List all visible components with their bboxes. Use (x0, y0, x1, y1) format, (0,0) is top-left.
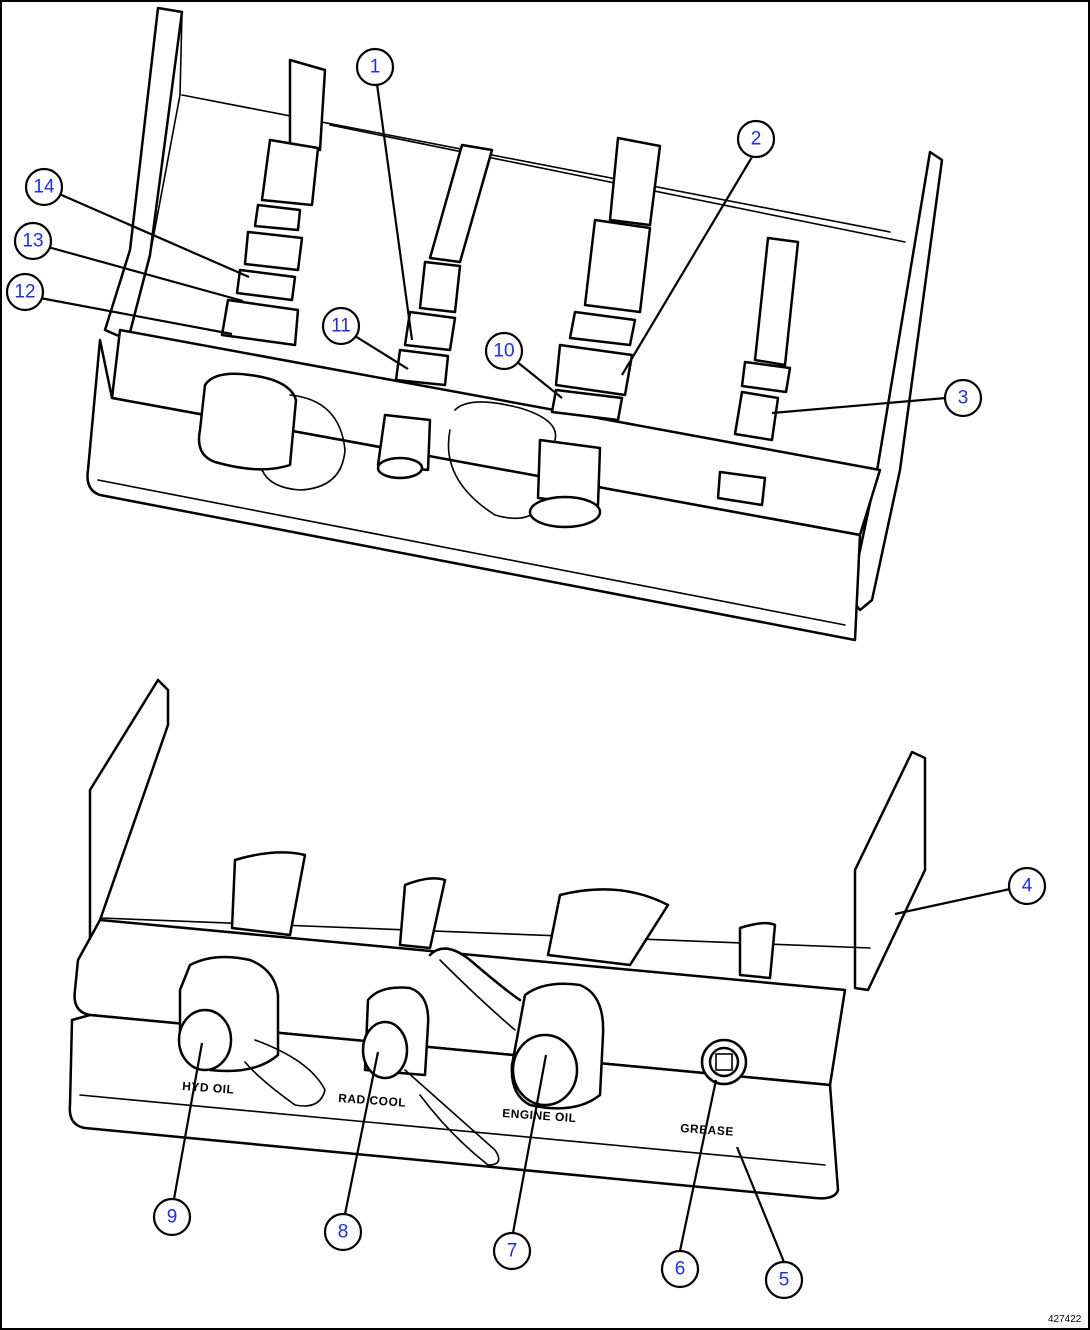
upper-cap-rad (376, 413, 432, 472)
drawing-id: 427422 (1048, 1314, 1082, 1325)
callout-4-label: 4 (1022, 876, 1033, 897)
callout-12-label: 12 (14, 282, 35, 303)
callout-2: 2 (736, 119, 776, 159)
rad-cool-label: RAD COOL (338, 1091, 407, 1110)
upper-bracket-base (86, 338, 862, 642)
callout-9-label: 9 (167, 1207, 178, 1228)
callout-3: 3 (943, 378, 983, 418)
grease-label: GREASE (680, 1121, 735, 1139)
callout-6: 6 (660, 1249, 700, 1289)
upper-cap-engine (536, 438, 602, 507)
lower-left-upright (88, 678, 170, 957)
callouts: 1 2 3 4 5 6 7 8 (5, 47, 1047, 1300)
callout-14: 14 (24, 167, 64, 207)
callout-6-label: 6 (675, 1259, 686, 1280)
callout-9: 9 (152, 1197, 192, 1237)
callout-1: 1 (355, 47, 395, 87)
callout-13: 13 (13, 221, 53, 261)
callout-14-label: 14 (33, 177, 55, 198)
lower-bracket-assembly: HYD OIL RAD COOL ENGINE OIL GREASE (68, 678, 927, 1200)
upper-right-wall (848, 150, 944, 612)
callout-4: 4 (1007, 866, 1047, 906)
engine-oil-label: ENGINE OIL (502, 1106, 577, 1125)
callout-12: 12 (5, 272, 45, 312)
callout-8-label: 8 (338, 1222, 349, 1243)
upper-bracket-assembly (86, 6, 944, 642)
callout-11: 11 (321, 306, 361, 346)
callout-3-label: 3 (958, 388, 969, 409)
callout-8: 8 (323, 1212, 363, 1252)
callout-5: 5 (764, 1260, 804, 1300)
callout-10: 10 (484, 331, 524, 371)
callout-1-label: 1 (370, 57, 381, 78)
engine-oil-strap (428, 947, 522, 1002)
upper-grease-fitting (716, 470, 767, 507)
callout-5-label: 5 (779, 1270, 790, 1291)
callout-7: 7 (492, 1231, 532, 1271)
callout-10-label: 10 (493, 341, 514, 362)
lower-right-upright (853, 750, 927, 992)
upper-cap-hyd (197, 372, 298, 471)
upper-left-wall (103, 6, 184, 342)
callout-11-label: 11 (331, 316, 351, 337)
callout-2-label: 2 (751, 129, 762, 150)
leader-lines (39, 83, 1011, 1263)
callout-7-label: 7 (507, 1241, 518, 1262)
callout-13-label: 13 (22, 231, 43, 252)
